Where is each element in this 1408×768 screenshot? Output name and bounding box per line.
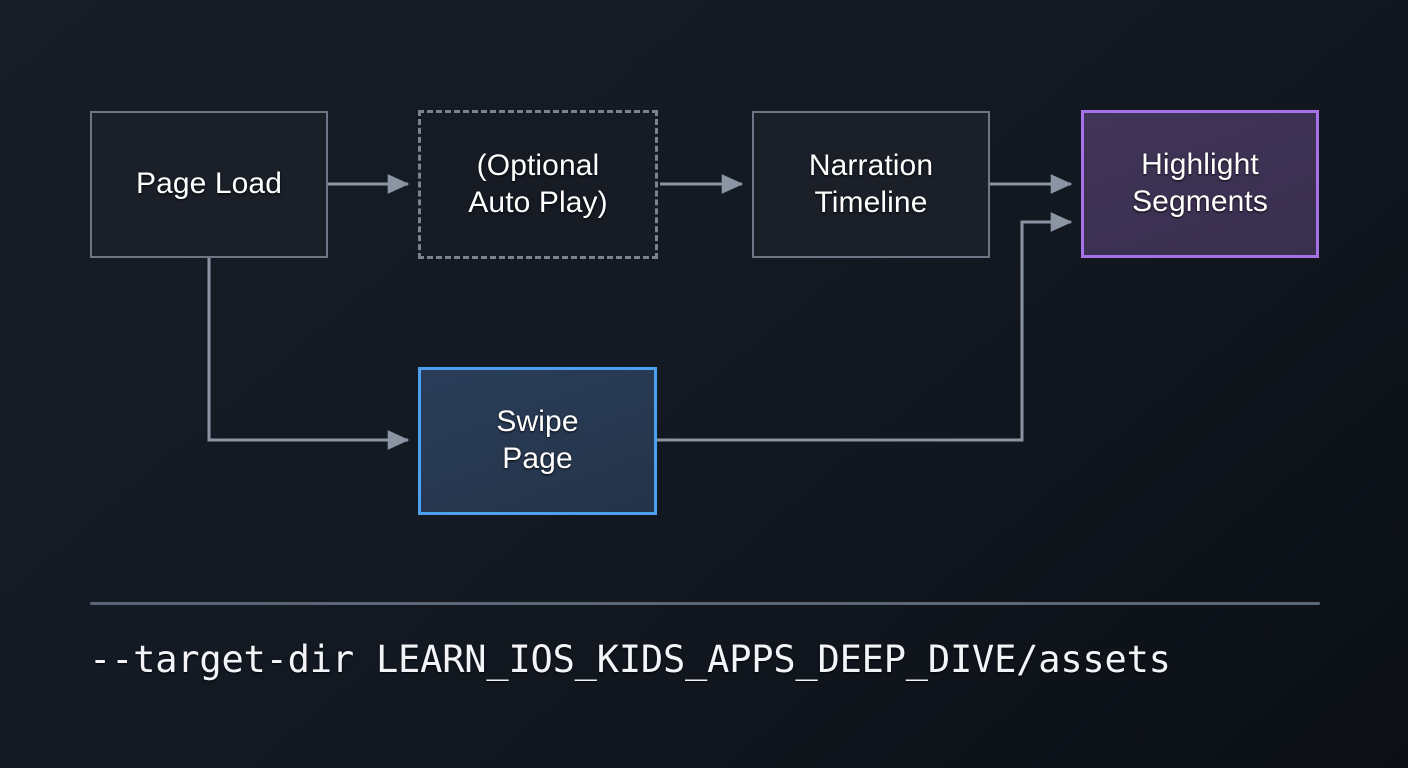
node-narration-timeline[interactable]: Narration Timeline <box>752 111 990 258</box>
caption-command: --target-dir LEARN_IOS_KIDS_APPS_DEEP_DI… <box>89 638 1171 681</box>
edge-page-load-to-swipe <box>207 258 410 450</box>
edge-swipe-to-highlight <box>657 212 1073 442</box>
node-swipe-page[interactable]: Swipe Page <box>418 367 657 515</box>
node-optional-auto-play[interactable]: (Optional Auto Play) <box>418 110 658 259</box>
section-divider <box>90 602 1320 605</box>
node-highlight-segments[interactable]: Highlight Segments <box>1081 110 1319 258</box>
node-page-load[interactable]: Page Load <box>90 111 328 258</box>
